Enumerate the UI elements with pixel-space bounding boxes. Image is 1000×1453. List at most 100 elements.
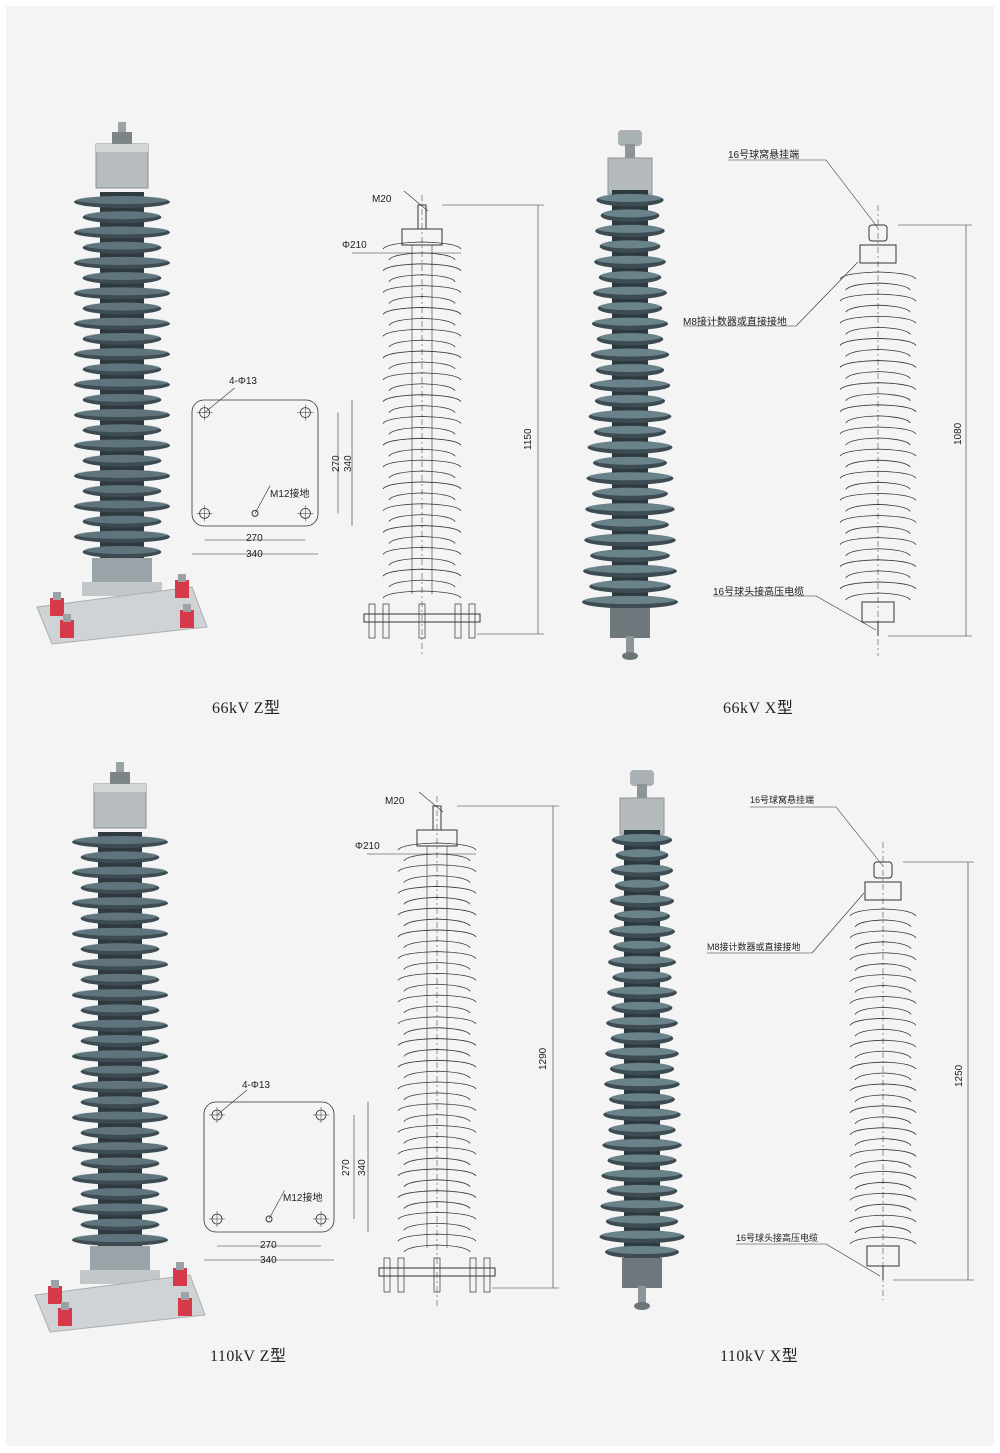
shed-highlight <box>597 224 663 233</box>
shed-outline <box>839 559 917 568</box>
base-bolt <box>178 574 186 582</box>
shed-highlight <box>82 1096 158 1105</box>
shed-outline <box>845 304 911 313</box>
shed-highlight <box>595 425 665 434</box>
shed-outline <box>382 328 462 337</box>
shed-outline <box>849 1061 917 1070</box>
shed-highlight <box>74 836 166 844</box>
shed-highlight <box>610 956 674 965</box>
arrester-photo-110kv-z <box>34 762 206 1333</box>
shed-highlight <box>598 194 662 202</box>
shed-outline <box>849 1017 917 1026</box>
shed-highlight <box>84 302 160 311</box>
shed-highlight <box>82 1004 158 1013</box>
shed-outline <box>388 339 456 348</box>
shed-highlight <box>587 503 673 512</box>
shed-outline <box>849 1127 917 1135</box>
arrester-photo-66kv-z <box>36 122 208 645</box>
shed-highlight <box>604 1139 680 1148</box>
shed-highlight <box>601 1230 683 1239</box>
dimension-340-horizontal: 340 <box>246 549 263 560</box>
terminal-stud <box>118 122 126 140</box>
base-bolt <box>51 1280 59 1288</box>
shed-highlight <box>82 1065 158 1074</box>
thread-spec-label: M20 <box>385 796 405 807</box>
shed-highlight <box>76 287 168 296</box>
shed-outline <box>382 372 462 381</box>
terminal-stud <box>116 762 124 780</box>
socket-outline <box>873 861 893 879</box>
shed-outline <box>849 996 917 1004</box>
shed-outline <box>845 437 911 446</box>
shed-outline <box>388 492 456 501</box>
outline-drawing-66kv-x <box>683 159 972 656</box>
shed-outline <box>397 1168 477 1177</box>
shed-outline <box>839 271 917 280</box>
shed-outline <box>397 972 477 981</box>
dimension-270-horizontal: 270 <box>246 533 263 544</box>
shed-outline <box>382 416 462 424</box>
shed-highlight <box>82 1035 158 1043</box>
shed-highlight <box>76 530 168 539</box>
ball-leader <box>825 1243 881 1277</box>
counter-leader <box>795 261 859 327</box>
ball-stud <box>638 1286 646 1304</box>
shed-outline <box>382 350 462 359</box>
shed-outline <box>388 317 456 326</box>
ball-end <box>634 1302 650 1310</box>
shed-highlight <box>82 1126 158 1135</box>
shed-outline <box>397 1146 477 1155</box>
shed-outline <box>849 1214 917 1223</box>
shed-outline <box>845 481 911 490</box>
shed-highlight <box>74 897 166 906</box>
shed-outline <box>403 940 471 949</box>
counter-leader <box>811 892 865 954</box>
insulating-base <box>48 1286 62 1304</box>
top-cap <box>401 228 443 246</box>
insulating-base <box>178 1298 192 1316</box>
shed-highlight <box>597 364 663 373</box>
shed-outline <box>388 361 456 370</box>
ground-bolt-label: M12接地 <box>283 1193 323 1204</box>
shed-highlight <box>74 927 166 936</box>
shed-outline <box>839 382 917 390</box>
shed-outline <box>839 492 917 501</box>
base-bolt <box>181 1292 189 1300</box>
shed-outline <box>839 537 917 545</box>
flange-ring <box>80 1270 160 1284</box>
shed-highlight <box>76 196 168 204</box>
ball-end <box>622 652 638 660</box>
insulating-base <box>173 1268 187 1286</box>
model-caption-66kv-x: 66kV X型 <box>723 700 794 717</box>
shed-highlight <box>74 989 166 998</box>
shed-highlight <box>613 1001 671 1010</box>
shed-outline <box>845 349 911 357</box>
shed-highlight <box>601 240 659 249</box>
shed-outline <box>382 459 462 468</box>
shed-highlight <box>76 317 168 326</box>
shed-outline <box>388 448 456 457</box>
shed-highlight <box>82 1218 158 1227</box>
terminal-nut <box>110 772 130 784</box>
shed-outline <box>388 405 456 413</box>
ground-bolt <box>251 509 259 517</box>
bottom-fitting <box>610 608 650 638</box>
shed-highlight <box>84 211 160 220</box>
shed-outline <box>382 481 462 490</box>
ground-bolt-label: M12接地 <box>270 489 310 500</box>
shed-highlight <box>82 1157 158 1166</box>
shed-outline <box>382 503 462 512</box>
shed-highlight <box>591 580 669 589</box>
shed-outline <box>854 1203 912 1212</box>
shed-outline <box>845 459 911 468</box>
shed-outline <box>403 918 471 927</box>
terminal-nut <box>112 132 132 144</box>
counter-terminal-label: M8接计数器或直接接地 <box>683 317 787 328</box>
shed-outline <box>382 263 462 272</box>
shed-outline <box>388 274 456 282</box>
shed-highlight <box>84 546 160 554</box>
shed-highlight <box>617 849 667 858</box>
shed-highlight <box>585 565 675 574</box>
shed-highlight <box>74 1050 166 1059</box>
